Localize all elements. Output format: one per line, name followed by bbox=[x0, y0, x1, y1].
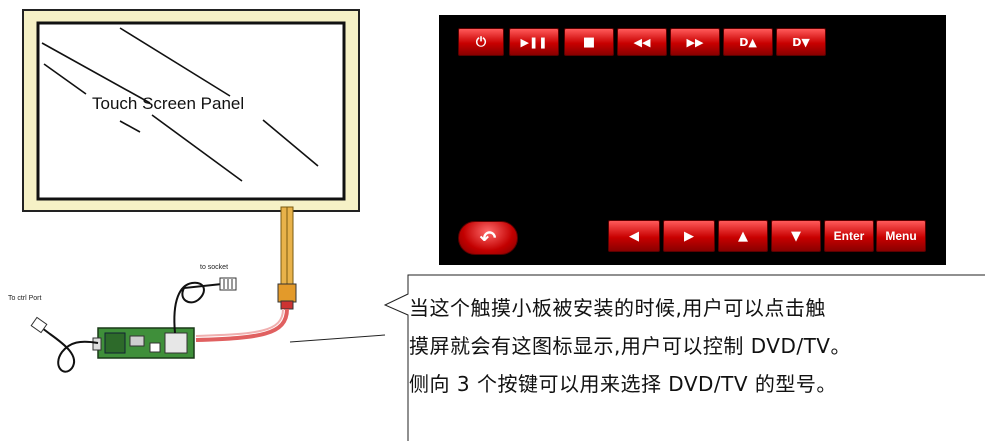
menu-button[interactable]: Menu bbox=[876, 220, 926, 252]
back-button[interactable]: ↶ bbox=[458, 221, 518, 255]
fast-forward-icon: ▶▶ bbox=[686, 35, 704, 49]
touch-panel-label: Touch Screen Panel bbox=[92, 94, 245, 113]
down-button[interactable]: ▼ bbox=[771, 220, 821, 252]
left-arrow-icon: ◀ bbox=[629, 228, 639, 244]
rewind-button[interactable]: ◀◀ bbox=[617, 28, 667, 56]
play-pause-button[interactable]: ▶❚❚ bbox=[509, 28, 559, 56]
right-button[interactable]: ▶ bbox=[663, 220, 715, 252]
ctrl-port-connector bbox=[30, 316, 48, 334]
power-button[interactable]: ⏻ bbox=[458, 28, 504, 56]
callout-line-1: 当这个触摸小板被安装的时候,用户可以点击触 bbox=[409, 296, 826, 320]
glare-lines bbox=[41, 27, 319, 182]
dvd-up-icon: D▲ bbox=[739, 35, 757, 49]
up-arrow-icon: ▲ bbox=[738, 228, 748, 244]
stop-button[interactable]: ■ bbox=[564, 28, 614, 56]
down-arrow-icon: ▼ bbox=[791, 228, 801, 244]
touch-panel-glass bbox=[36, 21, 346, 201]
dvd-model-up-button[interactable]: D▲ bbox=[723, 28, 773, 56]
left-button[interactable]: ◀ bbox=[608, 220, 660, 252]
fast-forward-button[interactable]: ▶▶ bbox=[670, 28, 720, 56]
right-arrow-icon: ▶ bbox=[684, 228, 694, 244]
callout-line-2: 摸屏就会有这图标显示,用户可以控制 DVD/TV。 bbox=[409, 334, 851, 358]
up-button[interactable]: ▲ bbox=[718, 220, 768, 252]
power-icon: ⏻ bbox=[475, 34, 487, 50]
to-ctrl-port-label: To ctrl Port bbox=[8, 295, 42, 302]
back-icon: ↶ bbox=[479, 226, 497, 250]
callout-line-3: 侧向 3 个按键可以用来选择 DVD/TV 的型号。 bbox=[409, 372, 837, 396]
rewind-icon: ◀◀ bbox=[633, 35, 651, 49]
enter-button[interactable]: Enter bbox=[824, 220, 874, 252]
dvd-down-icon: D▼ bbox=[792, 35, 810, 49]
callout-description: 当这个触摸小板被安装的时候,用户可以点击触 摸屏就会有这图标显示,用户可以控制 … bbox=[409, 289, 989, 403]
fpc-connector bbox=[277, 283, 297, 303]
dvd-model-down-button[interactable]: D▼ bbox=[776, 28, 826, 56]
stop-icon: ■ bbox=[582, 34, 596, 50]
to-socket-label: to socket bbox=[200, 264, 229, 271]
play-pause-icon: ▶❚❚ bbox=[520, 35, 548, 49]
